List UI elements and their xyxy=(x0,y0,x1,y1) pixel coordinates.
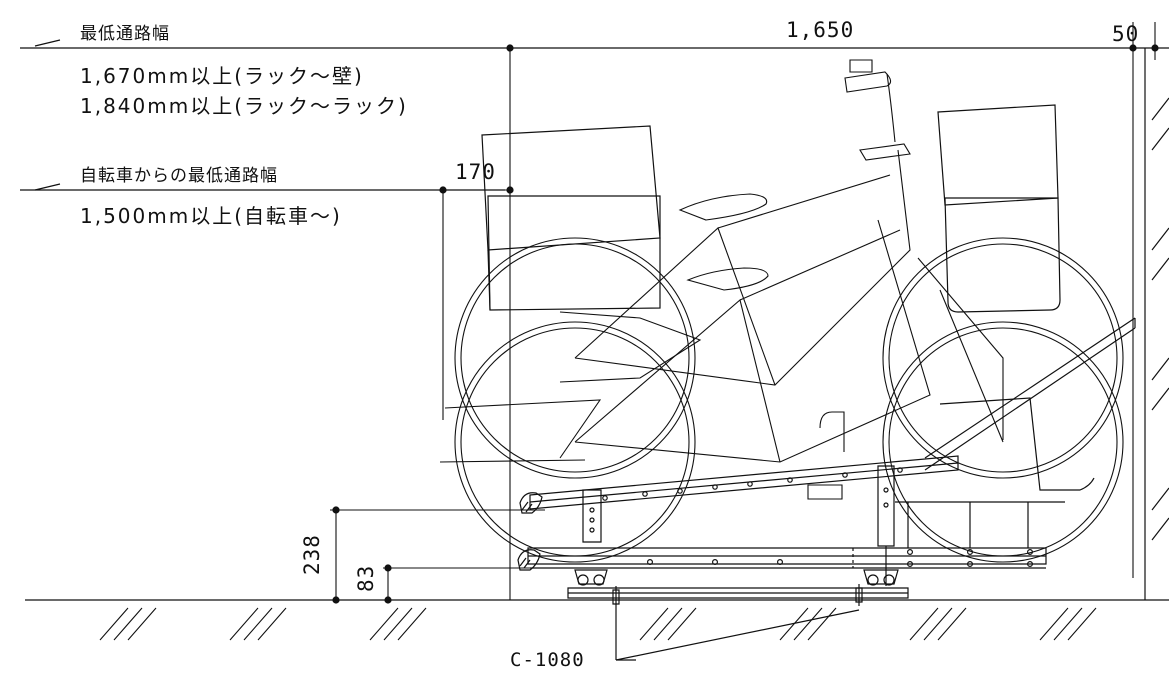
rear-basket xyxy=(482,126,660,310)
min-aisle-rack-wall: 1,670mm以上(ラック〜壁) xyxy=(80,64,364,88)
bike-aisle-title: 自転車からの最低通路幅 xyxy=(80,166,278,186)
min-aisle-reference-line xyxy=(20,40,1169,48)
floor-hatching xyxy=(100,608,1096,640)
wall-gap-dimension: 50 xyxy=(1112,22,1140,46)
dimension-dots xyxy=(332,44,1159,604)
bicycle-upper xyxy=(455,60,1123,478)
lower-rail-bolts xyxy=(648,550,1033,567)
overall-length-dimension: 1,650 xyxy=(786,18,855,42)
caster-wheels xyxy=(575,570,898,585)
bike-aisle-value: 1,500mm以上(自転車〜) xyxy=(80,204,342,228)
upper-rail-support xyxy=(583,466,894,586)
min-aisle-title: 最低通路幅 xyxy=(80,24,170,44)
upper-rail xyxy=(520,456,958,513)
min-aisle-rack-rack: 1,840mm以上(ラック〜ラック) xyxy=(80,94,408,118)
model-code: C-1080 xyxy=(510,649,585,671)
lower-rail xyxy=(518,548,1046,570)
front-basket xyxy=(938,105,1060,312)
lift-frame xyxy=(895,318,1135,548)
anchor-bolts xyxy=(613,584,862,606)
model-code-leader xyxy=(616,606,859,660)
base-plate xyxy=(568,588,908,598)
wall xyxy=(1145,48,1169,600)
upper-rail-height-dimension: 238 xyxy=(300,534,324,575)
lower-rail-height-dimension: 83 xyxy=(354,564,378,592)
bicycle-lower xyxy=(440,220,1123,562)
bike-aisle-reference-line xyxy=(20,184,505,190)
offset-dimension: 170 xyxy=(455,160,496,184)
